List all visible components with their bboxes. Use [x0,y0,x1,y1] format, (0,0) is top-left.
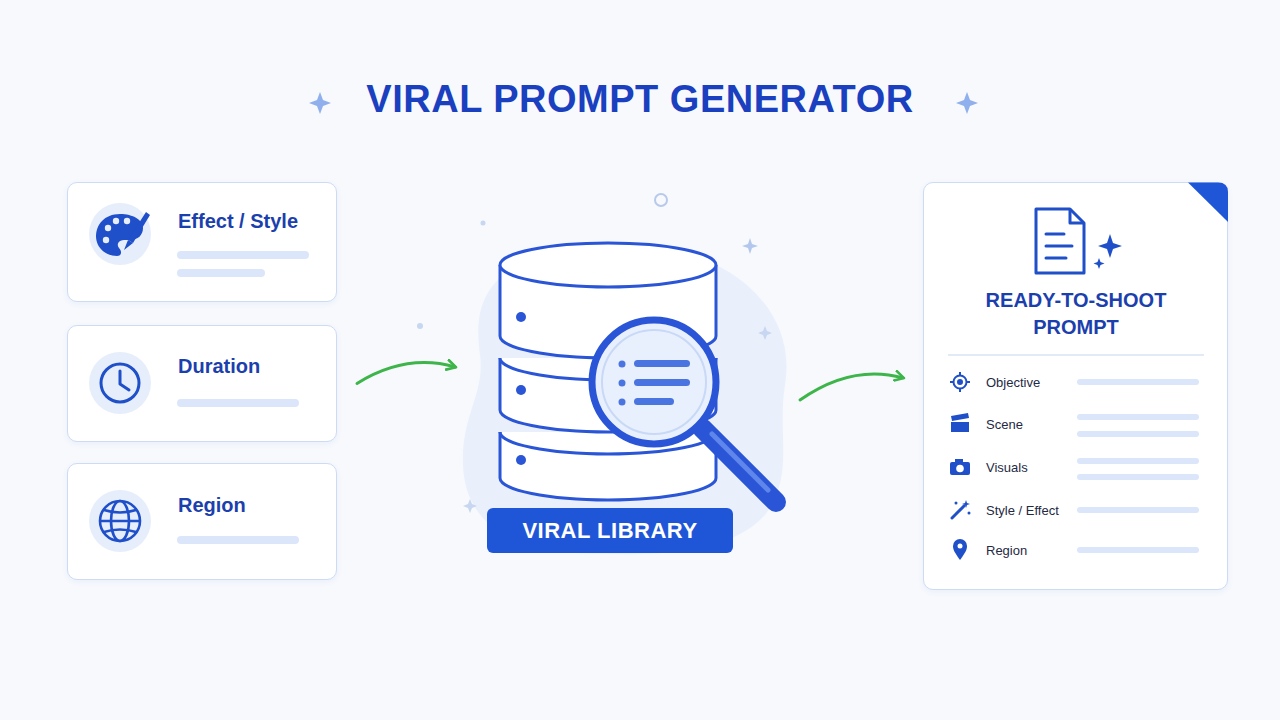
sparkle [956,92,978,114]
input-card: Region [67,463,337,580]
placeholder-bar [1077,458,1199,464]
sparkle [309,92,331,114]
sparkle [463,499,477,513]
input-label: Duration [178,355,260,378]
document-icon [1036,209,1122,273]
globe-icon [89,490,151,552]
diagram-title: VIRAL PROMPT GENERATOR [0,78,1280,121]
placeholder-bar [1077,474,1199,480]
placeholder-bar [177,399,299,407]
folded-corner [1188,183,1228,223]
input-label: Effect / Style [178,210,298,233]
sparkle [758,326,772,340]
library-label: VIRAL LIBRARY [487,508,733,553]
flow-arrow [357,363,455,384]
input-card: Effect / Style [67,182,337,302]
placeholder-bar [1077,431,1199,437]
wand-icon [952,500,971,518]
target-icon [950,372,970,392]
clock-icon [89,352,151,414]
divider-line [948,354,1204,356]
pin-icon [953,539,967,560]
input-card: Duration [67,325,337,442]
field-label: Visuals [986,460,1028,475]
database-symbol [500,243,716,500]
library-node: VIRAL LIBRARY [455,235,800,565]
library-blob-shape [463,242,787,554]
placeholder-bar [177,536,299,544]
clapper-icon [951,413,969,432]
field-label: Style / Effect [986,503,1059,518]
field-label: Objective [986,375,1040,390]
prompt-document: READY-TO-SHOOT PROMPT ObjectiveSceneVisua… [923,182,1228,590]
camera-icon [950,459,970,475]
input-label: Region [178,494,246,517]
magnifier-symbol [592,320,776,502]
palette-icon [89,203,151,265]
placeholder-bar [177,251,309,259]
decor-dot [417,323,423,329]
decor-dot [481,221,486,226]
field-label: Region [986,543,1027,558]
decor-circle [655,194,667,206]
placeholder-bar [177,269,265,277]
placeholder-bar [1077,547,1199,553]
placeholder-bar [1077,414,1199,420]
field-label: Scene [986,417,1023,432]
document-heading: READY-TO-SHOOT PROMPT [956,287,1196,341]
placeholder-bar [1077,507,1199,513]
placeholder-bar [1077,379,1199,385]
flow-arrow [800,374,903,400]
sparkle [742,238,758,254]
